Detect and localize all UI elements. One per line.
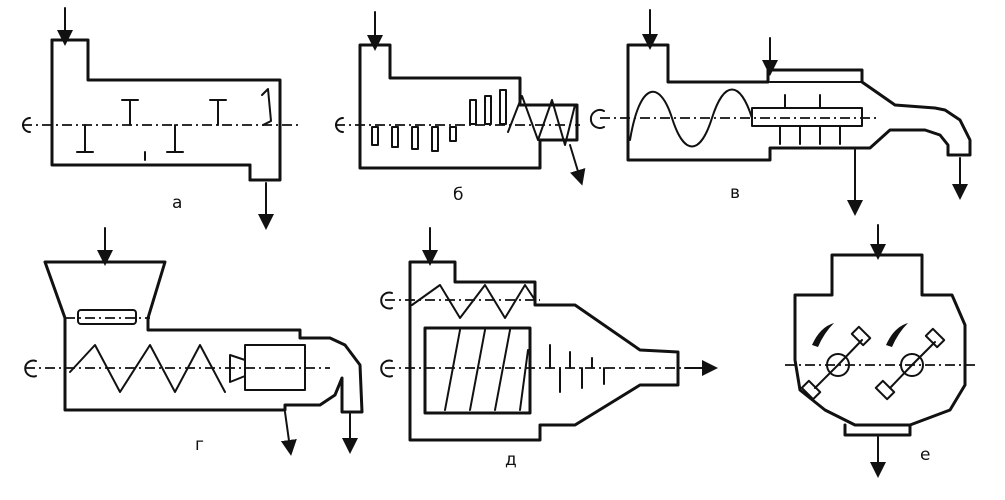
drive-coupling: [589, 109, 605, 129]
outlet-arrow: [280, 411, 297, 456]
rotation-arrow-right: [886, 323, 908, 347]
outlet-arrow: [569, 144, 586, 186]
figure-label: в: [730, 183, 740, 203]
drive-coupling: [24, 359, 37, 378]
figure-a: а: [22, 7, 300, 230]
figure-v: в: [589, 9, 972, 216]
figure-label: е: [920, 445, 930, 465]
rotor-left: [826, 353, 850, 377]
figure-g: г: [24, 227, 364, 456]
drive-coupling: [22, 117, 31, 133]
figure-label: а: [172, 193, 182, 213]
rotation-arrow-left: [812, 323, 834, 347]
figure-label: б: [453, 185, 463, 205]
drive-coupling: [335, 117, 344, 133]
figure-label: г: [195, 435, 204, 455]
drive-coupling: [380, 291, 393, 310]
figure-e: е: [785, 224, 975, 478]
figure-label: д: [505, 450, 517, 470]
figure-d: д: [380, 227, 718, 470]
figure-b: б: [335, 11, 586, 205]
feed-roller: [77, 309, 137, 325]
rotor-right: [900, 353, 924, 377]
screw-chamber: [423, 326, 532, 415]
drive-coupling-2: [380, 359, 393, 378]
